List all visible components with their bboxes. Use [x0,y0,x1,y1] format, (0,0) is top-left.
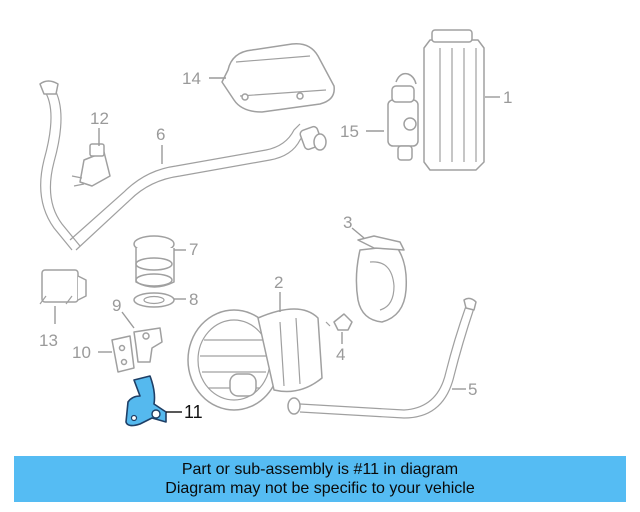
callout-14[interactable]: 14 [182,69,201,88]
part-12-sensor [71,143,111,187]
part-15-valve [387,72,419,161]
callout-7[interactable]: 7 [189,240,198,259]
part-5-hose [287,297,477,419]
parts-diagram: 1 14 15 12 6 [39,29,512,427]
callout-4[interactable]: 4 [336,345,345,364]
part-9-bracket [133,327,163,363]
banner-line-1: Part or sub-assembly is #11 in diagram [181,461,459,478]
callout-10[interactable]: 10 [72,343,91,362]
callout-2[interactable]: 2 [274,273,283,292]
callout-11[interactable]: 11 [184,402,203,422]
callout-15[interactable]: 15 [340,122,359,141]
part-4-sensor [325,313,353,331]
part-10-plate [111,335,135,373]
part-3-bracket [355,235,408,323]
part-6-pipe [69,123,327,251]
callout-9[interactable]: 9 [112,296,121,315]
part-2-air-pump [187,308,323,411]
callout-1[interactable]: 1 [503,88,512,107]
callout-6[interactable]: 6 [156,125,165,144]
part-1-canister [423,29,485,171]
part-13-relay [39,269,87,305]
banner-line-2: Diagram may not be specific to your vehi… [165,480,475,497]
part-7-fitting [133,235,175,288]
callout-12[interactable]: 12 [90,109,109,128]
info-banner: Part or sub-assembly is #11 in diagram D… [14,456,626,502]
callout-3[interactable]: 3 [343,213,352,232]
part-hose-left [39,80,81,251]
part-14-cover [221,43,335,113]
callout-5[interactable]: 5 [468,380,477,399]
part-11-bracket[interactable] [125,375,167,427]
part-8-gasket [133,292,175,308]
callout-8[interactable]: 8 [189,290,198,309]
callout-13[interactable]: 13 [39,331,58,350]
